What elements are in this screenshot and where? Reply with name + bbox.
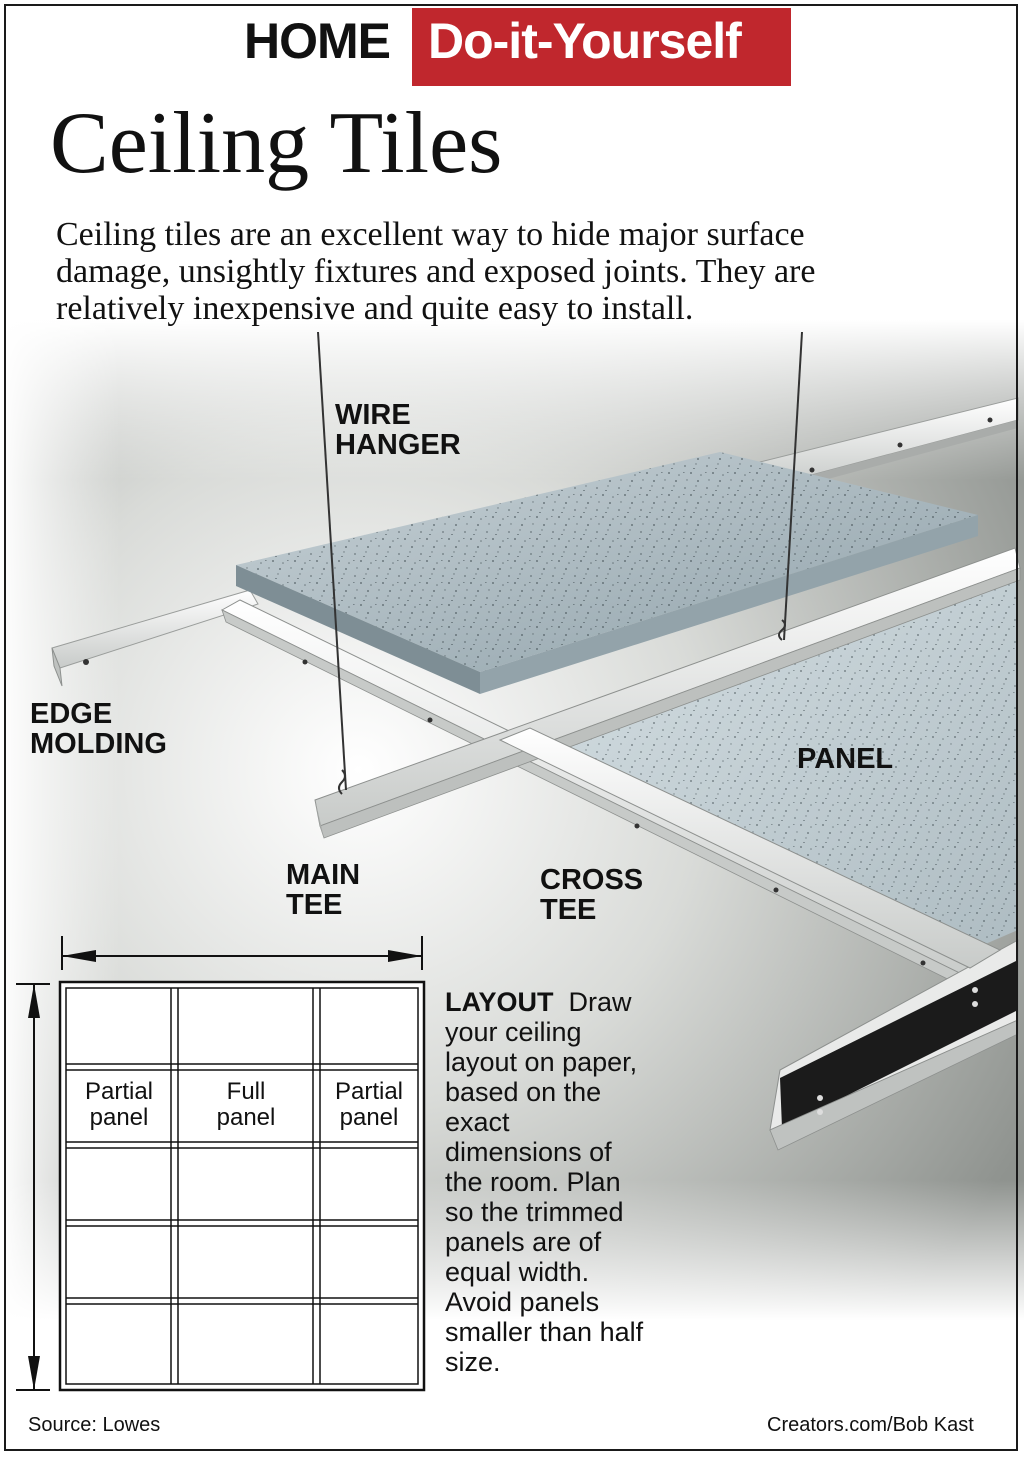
cell-label-partial-right: Partial panel [334,1078,404,1131]
intro-line: relatively inexpensive and quite easy to… [56,290,694,327]
label-wire-hanger: WIRE HANGER [335,399,461,461]
label-edge-molding: EDGE MOLDING [30,698,167,760]
header-diy-banner [412,8,791,86]
label-main-tee: MAIN TEE [286,859,361,921]
layout-grid-diagram [58,980,426,1392]
wire-hanger-right [783,331,803,641]
layout-instructions: LAYOUT Draw your ceiling layout on paper… [445,987,700,1377]
page-border [4,4,1018,1451]
wire-hanger-left [317,331,347,791]
header-home-label: HOME [244,13,391,69]
width-dimension-arrow [61,936,423,970]
label-cross-tee: CROSS TEE [540,864,644,926]
source-credit: Source: Lowes [28,1414,161,1436]
intro-line: damage, unsightly fixtures and exposed j… [56,253,816,290]
header-diy-label: Do-it-Yourself [428,13,742,69]
height-dimension-arrow [16,983,50,1391]
layout-heading: LAYOUT [445,987,554,1017]
intro-line: Ceiling tiles are an excellent way to hi… [56,216,805,253]
author-credit: Creators.com/Bob Kast [767,1414,974,1436]
page-title: Ceiling Tiles [50,95,503,192]
layout-first-line: LAYOUT Draw [445,987,632,1017]
cell-label-partial-left: Partial panel [84,1078,154,1131]
cell-label-full: Full panel [216,1078,276,1131]
intro-paragraph: Ceiling tiles are an excellent way to hi… [56,216,956,327]
label-panel: PANEL [797,743,894,775]
